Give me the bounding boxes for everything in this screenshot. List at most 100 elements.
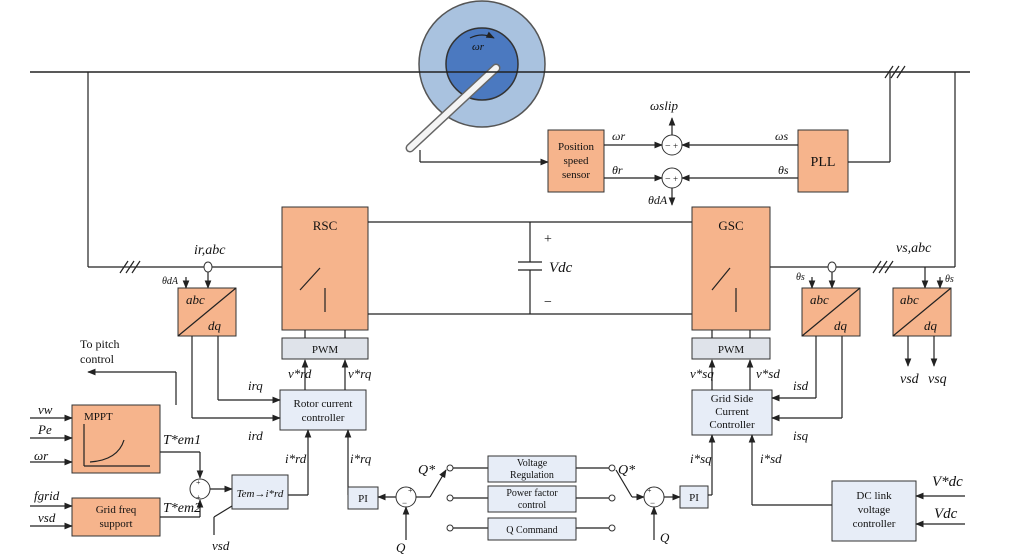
sensor-label-2: speed [563, 155, 589, 167]
rotor-pi-label: PI [358, 493, 368, 505]
svg-text:+: + [647, 486, 652, 495]
rsc-label: RSC [313, 218, 338, 233]
dc-link-controller: DC link voltage controller V*dc Vdc [752, 474, 965, 542]
stator-dq-text-1: dq [834, 318, 848, 333]
vsq-star-label: v*sq [690, 366, 714, 381]
grid-freq-label-1: Grid freq [96, 504, 137, 516]
pll-block: PLL [797, 72, 891, 193]
fgrid-label: fgrid [34, 488, 60, 503]
gscc-label-3: Controller [709, 419, 755, 431]
tem-to-ird-block: Tem→i*rd vsd [212, 474, 308, 553]
omega-r-input-label: ωr [34, 448, 49, 463]
to-pitch-label-2: control [80, 352, 115, 366]
isd-star-label: i*sd [760, 451, 782, 466]
q-mode-selector: Voltage Regulation Power factor control … [446, 455, 616, 541]
voltage-reg-label-2: Regulation [510, 470, 554, 481]
vdc-input-label: Vdc [934, 506, 958, 522]
svg-text:+: + [673, 141, 678, 151]
sensor-label-3: sensor [562, 169, 590, 181]
vrq-star-label: v*rq [348, 366, 372, 381]
omega-slip-label: ωslip [650, 98, 678, 113]
svg-text:+: + [196, 493, 201, 502]
gsc-label: GSC [718, 218, 743, 233]
svg-text:−: − [665, 141, 671, 152]
tem1-label: T*em1 [163, 433, 201, 448]
isq-label: isq [793, 428, 809, 443]
vdc-label: Vdc [549, 260, 573, 276]
grid-q-star-label: Q* [618, 463, 635, 478]
stator-abc-dq-1: abc dq θs [796, 261, 861, 337]
omega-s-label: ωs [775, 129, 788, 143]
vrd-star-label: v*rd [288, 366, 312, 381]
rotor-pwm-label: PWM [312, 344, 339, 356]
irq-star-label: i*rq [350, 451, 372, 466]
isq-star-label: i*sq [690, 451, 712, 466]
irq-label: irq [248, 378, 263, 393]
stator-dq-text-2: dq [924, 318, 938, 333]
svg-text:−: − [402, 498, 407, 508]
rsc-block: RSC [281, 206, 369, 331]
tem2-label: T*em2 [163, 501, 201, 516]
stator-abc-text-2: abc [900, 292, 919, 307]
omega-r-label: ωr [612, 129, 625, 143]
vsq-output-label: vsq [928, 372, 947, 387]
q-command-option[interactable] [487, 517, 577, 541]
rcc-label-1: Rotor current [294, 398, 353, 410]
slip-sum-junction: − + ωslip ωr ωs [604, 98, 798, 156]
v-s-abc-label: vs,abc [896, 241, 932, 256]
grid-side-current-controller: Grid Side Current Controller v*sq v*sd i… [690, 336, 843, 505]
grid-q-label: Q [660, 530, 670, 545]
stator-abc-dq-2: abc dq θs vs,abc vsd vsq [892, 241, 954, 387]
vsd-converter-label: vsd [212, 538, 230, 553]
stator-abc-text-1: abc [810, 292, 829, 307]
rotor-pi-block: PI [347, 486, 396, 510]
grid-pwm-label: PWM [718, 344, 745, 356]
main-grid-line [30, 65, 970, 274]
rotor-q-star-label: Q* [418, 463, 435, 478]
stator-theta-s-1: θs [796, 272, 805, 283]
gscc-label-1: Grid Side [711, 393, 754, 405]
power-factor-option[interactable] [487, 485, 577, 513]
rotor-theta-da: θdA [162, 276, 179, 287]
shaft-highlight [407, 65, 499, 151]
pll-label: PLL [811, 155, 836, 170]
gsc-block: GSC [691, 206, 771, 331]
grid-pi-block: PI [679, 485, 712, 509]
mppt-label: MPPT [84, 411, 113, 423]
power-factor-label-1: Power factor [506, 488, 558, 499]
isd-label: isd [793, 378, 809, 393]
torque-sum-junction: + + [189, 478, 233, 502]
svg-text:−: − [665, 174, 671, 185]
generator: ωr [405, 0, 546, 153]
rotation-arrow-icon [469, 31, 495, 39]
grid-pi-label: PI [689, 492, 699, 504]
vsd-input-label: vsd [38, 510, 56, 525]
dc-link: + − Vdc [368, 221, 692, 315]
voltage-reg-label-1: Voltage [517, 458, 548, 469]
dc-plus: + [544, 232, 552, 247]
voltage-regulation-option[interactable] [487, 455, 577, 483]
svg-text:+: + [196, 478, 201, 487]
svg-text:+: + [673, 174, 678, 184]
mppt-block: MPPT vw Pe ωr To pitch control T*em1 [30, 337, 204, 479]
theta-s-label: θs [778, 163, 789, 177]
position-speed-sensor-block: Position speed sensor [419, 129, 605, 193]
vw-label: vw [38, 402, 53, 417]
ird-label: ird [248, 428, 263, 443]
gscc-label-2: Current [715, 406, 749, 418]
rotor-q-label: Q [396, 540, 406, 555]
rotor-disk [445, 27, 519, 101]
mppt-curve-icon [89, 439, 125, 463]
dc-link-label-3: controller [853, 518, 896, 530]
angle-sum-junction: − + θr θs θdA [604, 163, 798, 207]
theta-r-label: θr [612, 163, 623, 177]
dc-link-label-1: DC link [856, 490, 892, 502]
grid-freq-label-2: support [100, 518, 133, 530]
rotor-pwm: PWM [281, 330, 369, 360]
grid-pwm: PWM [691, 330, 771, 360]
svg-text:−: − [650, 498, 655, 508]
dc-link-label-2: voltage [858, 504, 890, 516]
rotor-abc-dq: abc dq θdA ir,abc [162, 243, 237, 337]
sensor-label-1: Position [558, 141, 595, 153]
